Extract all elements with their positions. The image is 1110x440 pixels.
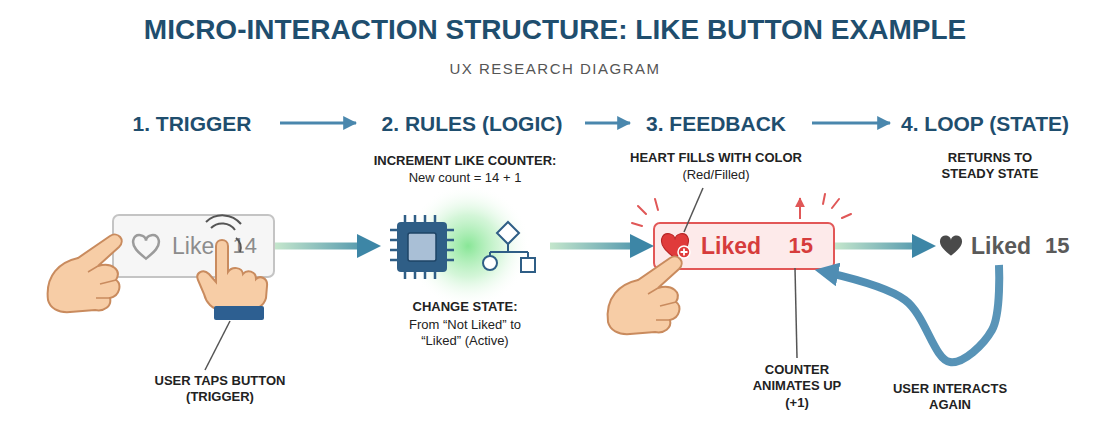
edge-label: USER INTERACTS AGAIN (885, 381, 1015, 414)
tap-ripple (211, 223, 235, 230)
button-label: Liked (701, 232, 761, 261)
liked-button: Liked 15 (653, 222, 835, 270)
step-heading: 2. RULES (LOGIC) (352, 111, 592, 137)
hand-detail (88, 266, 116, 298)
like-button: Like 14 (112, 214, 275, 278)
subtitle: UX RESEARCH DIAGRAM (355, 60, 755, 79)
step-heading: 3. FEEDBACK (596, 111, 836, 137)
step-arrow (280, 122, 356, 125)
step-arrow (812, 122, 890, 125)
hand-illustration (48, 235, 122, 313)
hand-cuff (214, 306, 264, 320)
rule-text: From “Not Liked” to “Liked” (Active) (390, 317, 540, 350)
flow-circle (483, 256, 497, 270)
flow-arrow (275, 243, 380, 250)
burst-lines (632, 194, 851, 226)
tap-ripple (206, 215, 241, 224)
flow-arrow (835, 243, 935, 250)
flow-arrow (816, 265, 1000, 362)
like-count: 14 (233, 232, 257, 260)
callout-text: COUNTER ANIMATES UP (+1) (747, 362, 847, 411)
diagram-title: MICRO-INTERACTION STRUCTURE: LIKE BUTTON… (0, 12, 1110, 47)
rule-heading: INCREMENT LIKE COUNTER: (350, 153, 580, 169)
tap-ripple (236, 238, 241, 252)
flow-lines (490, 244, 528, 258)
chip-core (408, 233, 436, 261)
leader-line (795, 268, 797, 358)
logic-glow (406, 184, 530, 308)
rule-heading: CHANGE STATE: (350, 299, 580, 315)
hand-illustration (608, 257, 682, 335)
heart-outline (133, 235, 159, 259)
plus-sign (681, 249, 688, 256)
rule-text: New count = 14 + 1 (350, 170, 580, 186)
hand-shape (608, 257, 682, 335)
step-heading: 4. LOOP (STATE) (865, 111, 1105, 137)
processor-chip (397, 222, 447, 272)
logic-node: INCREMENT LIKE COUNTER:New count = 14 + … (380, 205, 550, 287)
steady-state: Liked 15 (935, 227, 1067, 265)
callout-text: USER TAPS BUTTON (TRIGGER) (135, 373, 305, 406)
heart-filled (661, 234, 688, 259)
button-label: Like (172, 232, 214, 261)
flow-arrow (550, 243, 653, 250)
hand-detail (648, 288, 676, 320)
callout-text: RETURNS TO STEADY STATE (925, 150, 1055, 183)
chip-pins (390, 215, 454, 279)
pointing-hand (197, 240, 267, 310)
plus-badge (678, 246, 690, 258)
heart-steady (940, 236, 962, 256)
callout-text: HEART FILLS WITH COLOR (601, 150, 831, 166)
step-heading: 1. TRIGGER (72, 111, 312, 137)
button-label: Liked (971, 232, 1031, 261)
like-count: 15 (1045, 232, 1069, 260)
counter-up-arrow (799, 198, 801, 219)
flow-square (521, 258, 535, 272)
leader-line (684, 188, 703, 232)
step-arrow (585, 122, 630, 125)
flow-diamond (497, 222, 519, 244)
callout-text: (Red/Filled) (601, 167, 831, 183)
like-count: 15 (789, 232, 813, 260)
leader-line (205, 321, 230, 370)
